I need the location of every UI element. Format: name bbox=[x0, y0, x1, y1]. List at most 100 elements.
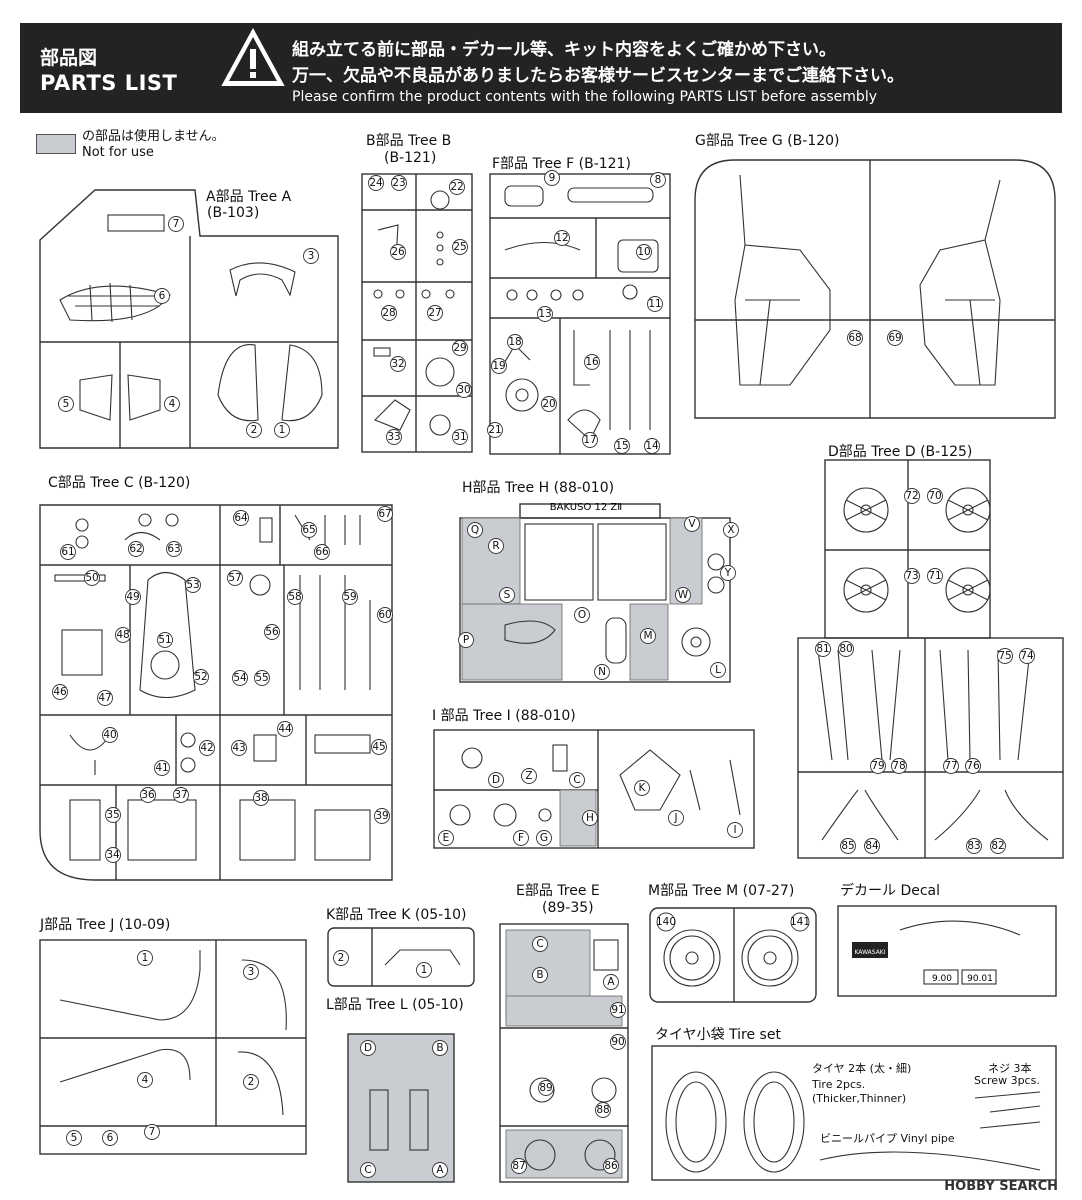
part-number-e-a: A bbox=[603, 974, 619, 990]
tire-text-en: Tire 2pcs. bbox=[812, 1078, 866, 1091]
part-number-l-b: B bbox=[432, 1040, 448, 1056]
part-number-f-12: 12 bbox=[554, 230, 570, 246]
svg-text:6: 6 bbox=[107, 1132, 114, 1144]
svg-text:4: 4 bbox=[142, 1074, 149, 1086]
part-number-d-72: 72 bbox=[904, 488, 920, 504]
svg-text:2: 2 bbox=[251, 424, 258, 436]
svg-text:L: L bbox=[715, 664, 721, 676]
svg-text:89: 89 bbox=[539, 1082, 552, 1094]
svg-text:46: 46 bbox=[53, 686, 67, 698]
tree-l bbox=[347, 1033, 455, 1183]
tree-i-label: I 部品 Tree I (88-010) bbox=[432, 708, 576, 724]
part-number-d-71: 71 bbox=[927, 568, 943, 584]
part-number-e-86: 86 bbox=[603, 1158, 619, 1174]
tree-a-label: A部品 Tree A bbox=[206, 189, 292, 205]
part-number-j-6: 6 bbox=[102, 1130, 118, 1146]
svg-text:64: 64 bbox=[234, 512, 248, 524]
tree-a bbox=[39, 189, 339, 449]
svg-text:13: 13 bbox=[538, 308, 551, 320]
svg-text:3: 3 bbox=[308, 250, 315, 262]
svg-text:16: 16 bbox=[585, 356, 599, 368]
part-number-j-2: 2 bbox=[243, 1074, 259, 1090]
tire-text-jp: タイヤ 2本 (太・細) bbox=[812, 1062, 912, 1075]
svg-text:7: 7 bbox=[149, 1126, 156, 1138]
part-number-d-78: 78 bbox=[891, 758, 907, 774]
part-number-h-q: Q bbox=[467, 522, 483, 538]
svg-text:C: C bbox=[573, 774, 580, 786]
svg-text:65: 65 bbox=[302, 524, 315, 536]
part-number-c-37: 37 bbox=[173, 787, 189, 803]
part-number-f-8: 8 bbox=[650, 172, 666, 188]
tree-m bbox=[649, 907, 817, 1003]
part-number-c-45: 45 bbox=[371, 739, 387, 755]
svg-text:54: 54 bbox=[233, 672, 247, 684]
svg-text:29: 29 bbox=[453, 342, 466, 354]
svg-text:21: 21 bbox=[488, 424, 501, 436]
part-number-f-13: 13 bbox=[537, 306, 553, 322]
svg-text:O: O bbox=[578, 609, 586, 621]
svg-text:87: 87 bbox=[512, 1160, 525, 1172]
svg-text:61: 61 bbox=[61, 546, 74, 558]
svg-text:59: 59 bbox=[343, 591, 356, 603]
svg-text:1: 1 bbox=[142, 952, 149, 964]
svg-text:5: 5 bbox=[71, 1132, 78, 1144]
svg-text:51: 51 bbox=[158, 634, 171, 646]
svg-text:90: 90 bbox=[611, 1036, 624, 1048]
part-number-d-79: 79 bbox=[870, 758, 886, 774]
svg-text:C: C bbox=[364, 1164, 371, 1176]
part-number-a-7: 7 bbox=[168, 216, 184, 232]
part-number-c-62: 62 bbox=[128, 541, 144, 557]
part-number-d-70: 70 bbox=[927, 488, 943, 504]
part-number-f-17: 17 bbox=[582, 432, 598, 448]
part-number-h-y: Y bbox=[720, 565, 736, 581]
not-for-use-swatch bbox=[36, 134, 76, 154]
part-number-f-16: 16 bbox=[584, 354, 600, 370]
tire-set bbox=[651, 1045, 1057, 1181]
svg-text:A: A bbox=[607, 976, 615, 988]
svg-text:A: A bbox=[436, 1164, 444, 1176]
tire-set-label: タイヤ小袋 Tire set bbox=[655, 1027, 781, 1043]
svg-text:10: 10 bbox=[637, 246, 650, 258]
part-number-e-87: 87 bbox=[511, 1158, 527, 1174]
decal-plate-2: 90.01 bbox=[967, 974, 993, 984]
svg-text:88: 88 bbox=[596, 1104, 609, 1116]
part-number-k-2: 2 bbox=[333, 950, 349, 966]
warning-text-en: Please confirm the product contents with… bbox=[292, 89, 877, 105]
part-number-d-82: 82 bbox=[990, 838, 1006, 854]
tree-k bbox=[327, 927, 475, 987]
part-number-c-56: 56 bbox=[264, 624, 280, 640]
svg-text:D: D bbox=[364, 1042, 372, 1054]
decal-label: デカール Decal bbox=[840, 883, 941, 899]
part-number-c-40: 40 bbox=[102, 727, 118, 743]
svg-text:35: 35 bbox=[106, 809, 119, 821]
svg-text:77: 77 bbox=[944, 760, 957, 772]
part-number-h-v: V bbox=[684, 516, 700, 532]
svg-text:I: I bbox=[733, 824, 736, 836]
svg-text:42: 42 bbox=[200, 742, 213, 754]
part-number-c-43: 43 bbox=[231, 740, 247, 756]
part-number-i-k: K bbox=[634, 780, 650, 796]
screw-text-jp: ネジ 3本 bbox=[988, 1062, 1032, 1075]
svg-text:68: 68 bbox=[848, 332, 861, 344]
part-number-i-e: E bbox=[438, 830, 454, 846]
svg-text:37: 37 bbox=[174, 789, 187, 801]
part-number-d-75: 75 bbox=[997, 648, 1013, 664]
part-number-d-77: 77 bbox=[943, 758, 959, 774]
svg-text:K: K bbox=[639, 782, 647, 794]
part-number-l-c: C bbox=[360, 1162, 376, 1178]
svg-text:82: 82 bbox=[991, 840, 1004, 852]
tree-m-label: M部品 Tree M (07-27) bbox=[648, 883, 795, 899]
part-number-j-1: 1 bbox=[137, 950, 153, 966]
tree-g-label: G部品 Tree G (B-120) bbox=[695, 133, 840, 149]
part-number-c-42: 42 bbox=[199, 740, 215, 756]
part-number-f-19: 19 bbox=[491, 358, 507, 374]
svg-text:E: E bbox=[443, 832, 450, 844]
part-number-g-68: 68 bbox=[847, 330, 863, 346]
part-number-h-w: W bbox=[675, 587, 691, 603]
part-number-c-61: 61 bbox=[60, 544, 76, 560]
svg-text:32: 32 bbox=[391, 358, 404, 370]
tire-text-en-2: (Thicker,Thinner) bbox=[812, 1092, 907, 1105]
part-number-c-52: 52 bbox=[193, 669, 209, 685]
svg-text:22: 22 bbox=[450, 181, 463, 193]
